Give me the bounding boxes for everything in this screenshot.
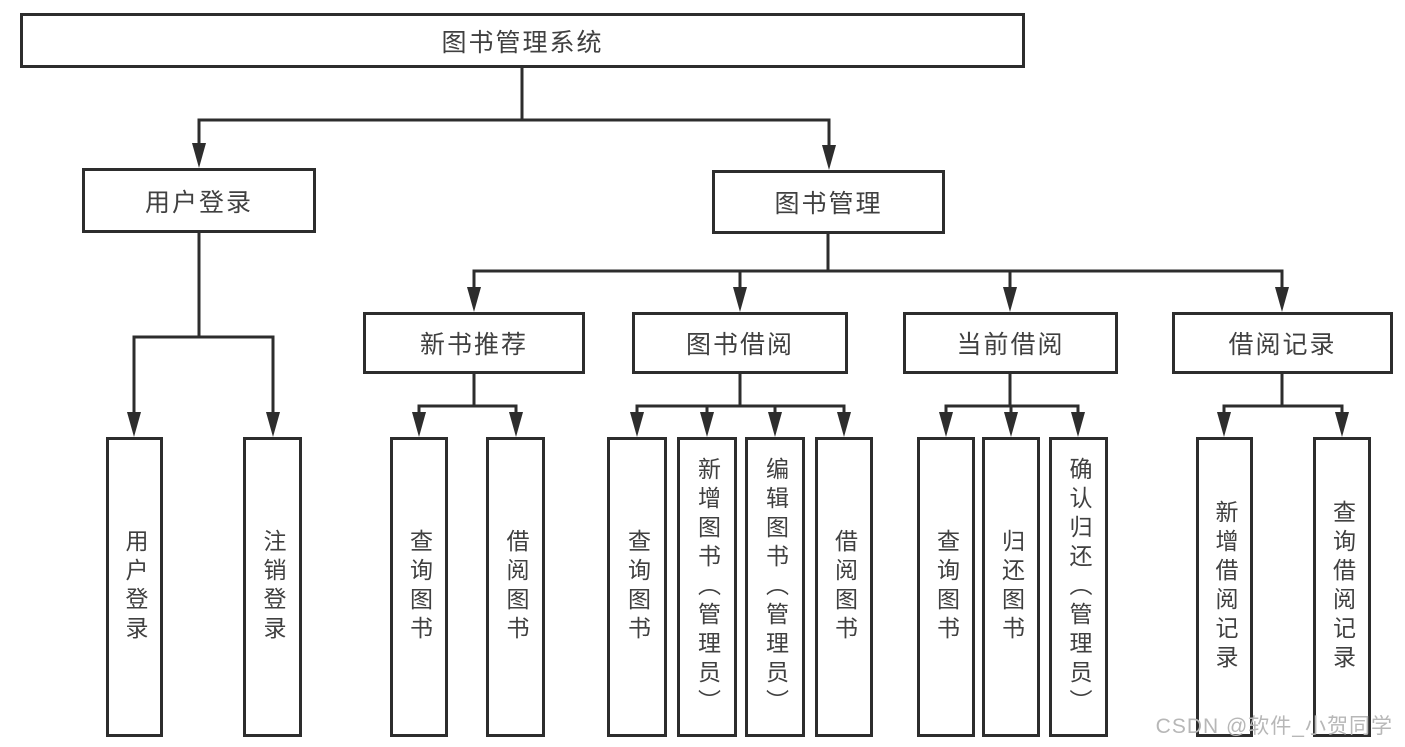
leaf-user-login: 用户登录	[106, 437, 163, 737]
node-book-borrow: 图书借阅	[632, 312, 848, 374]
leaf-edit-books-admin: 编辑图书（管理员）	[745, 437, 805, 737]
leaf-add-books-admin: 新增图书（管理员）	[677, 437, 737, 737]
node-root-system: 图书管理系统	[20, 13, 1025, 68]
leaf-query-borrow-record: 查询借阅记录	[1313, 437, 1371, 737]
leaf-confirm-return-admin: 确认归还（管理员）	[1049, 437, 1108, 737]
node-borrow-records: 借阅记录	[1172, 312, 1393, 374]
leaf-borrow-books-recommend: 借阅图书	[486, 437, 545, 737]
node-current-borrow: 当前借阅	[903, 312, 1118, 374]
watermark: CSDN @软件_小贺同学	[1155, 715, 1393, 738]
leaf-borrow-books: 借阅图书	[815, 437, 873, 737]
leaf-query-books-current: 查询图书	[917, 437, 975, 737]
arrowheads	[127, 143, 1349, 437]
leaf-add-borrow-record: 新增借阅记录	[1196, 437, 1253, 737]
node-user-login: 用户登录	[82, 168, 316, 233]
leaf-return-books: 归还图书	[982, 437, 1040, 737]
leaf-logout: 注销登录	[243, 437, 302, 737]
leaf-query-books-recommend: 查询图书	[390, 437, 448, 737]
node-new-book-recommend: 新书推荐	[363, 312, 585, 374]
node-book-management: 图书管理	[712, 170, 945, 234]
leaf-query-books-borrow: 查询图书	[607, 437, 667, 737]
